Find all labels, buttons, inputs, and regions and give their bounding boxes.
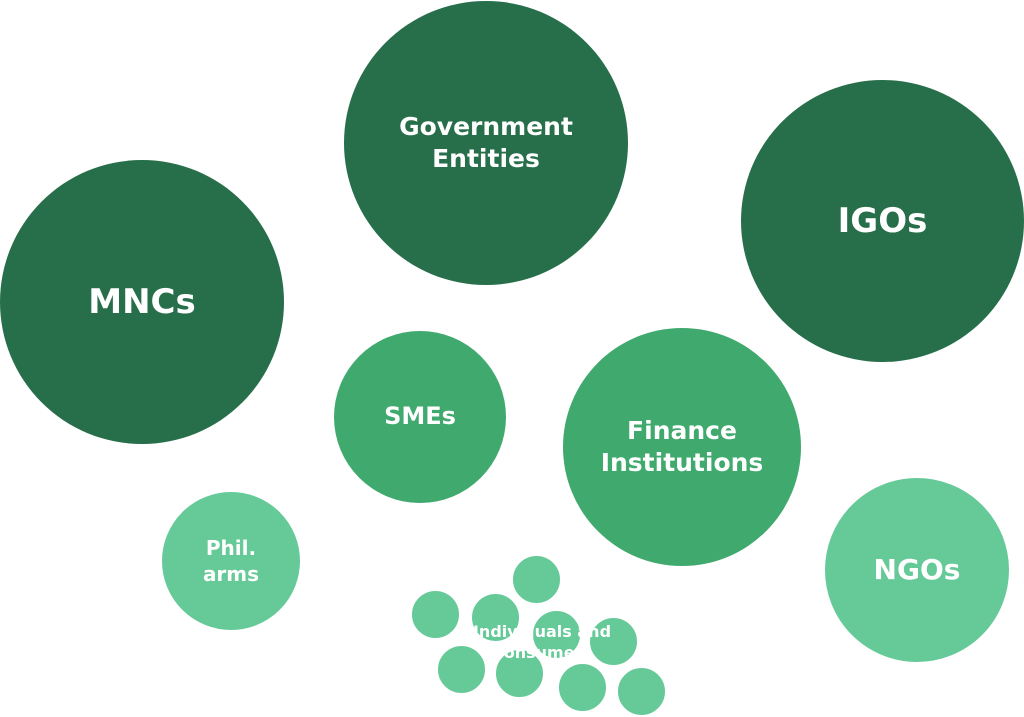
label-ngos: NGOs bbox=[873, 552, 961, 586]
label-mncs: MNCs bbox=[88, 281, 196, 322]
bubble-smes: SMEs bbox=[334, 331, 506, 503]
bubble-phil-arms: Phil. arms bbox=[161, 491, 301, 631]
bubble-ngos: NGOs bbox=[824, 477, 1010, 663]
small-bubble bbox=[437, 645, 486, 694]
label-individuals-consumers: Individuals and Consumers bbox=[472, 622, 612, 662]
bubble-mncs: MNCs bbox=[0, 160, 284, 444]
small-bubble bbox=[617, 667, 666, 716]
label-smes: SMEs bbox=[384, 402, 456, 431]
label-finance-institutions: Finance Institutions bbox=[600, 415, 764, 478]
label-igos: IGOs bbox=[837, 200, 928, 241]
small-bubble bbox=[532, 610, 581, 659]
small-bubble bbox=[411, 590, 460, 639]
small-bubble bbox=[589, 617, 638, 666]
label-phil-arms: Phil. arms bbox=[202, 536, 260, 586]
small-bubble bbox=[512, 555, 561, 604]
bubble-government-entities: Government Entities bbox=[344, 1, 628, 285]
small-bubble bbox=[558, 663, 607, 712]
label-government-entities: Government Entities bbox=[399, 111, 573, 174]
bubble-finance-institutions: Finance Institutions bbox=[563, 328, 801, 566]
bubble-igos: IGOs bbox=[741, 80, 1024, 362]
small-bubble bbox=[495, 649, 544, 698]
small-bubble bbox=[471, 593, 520, 642]
